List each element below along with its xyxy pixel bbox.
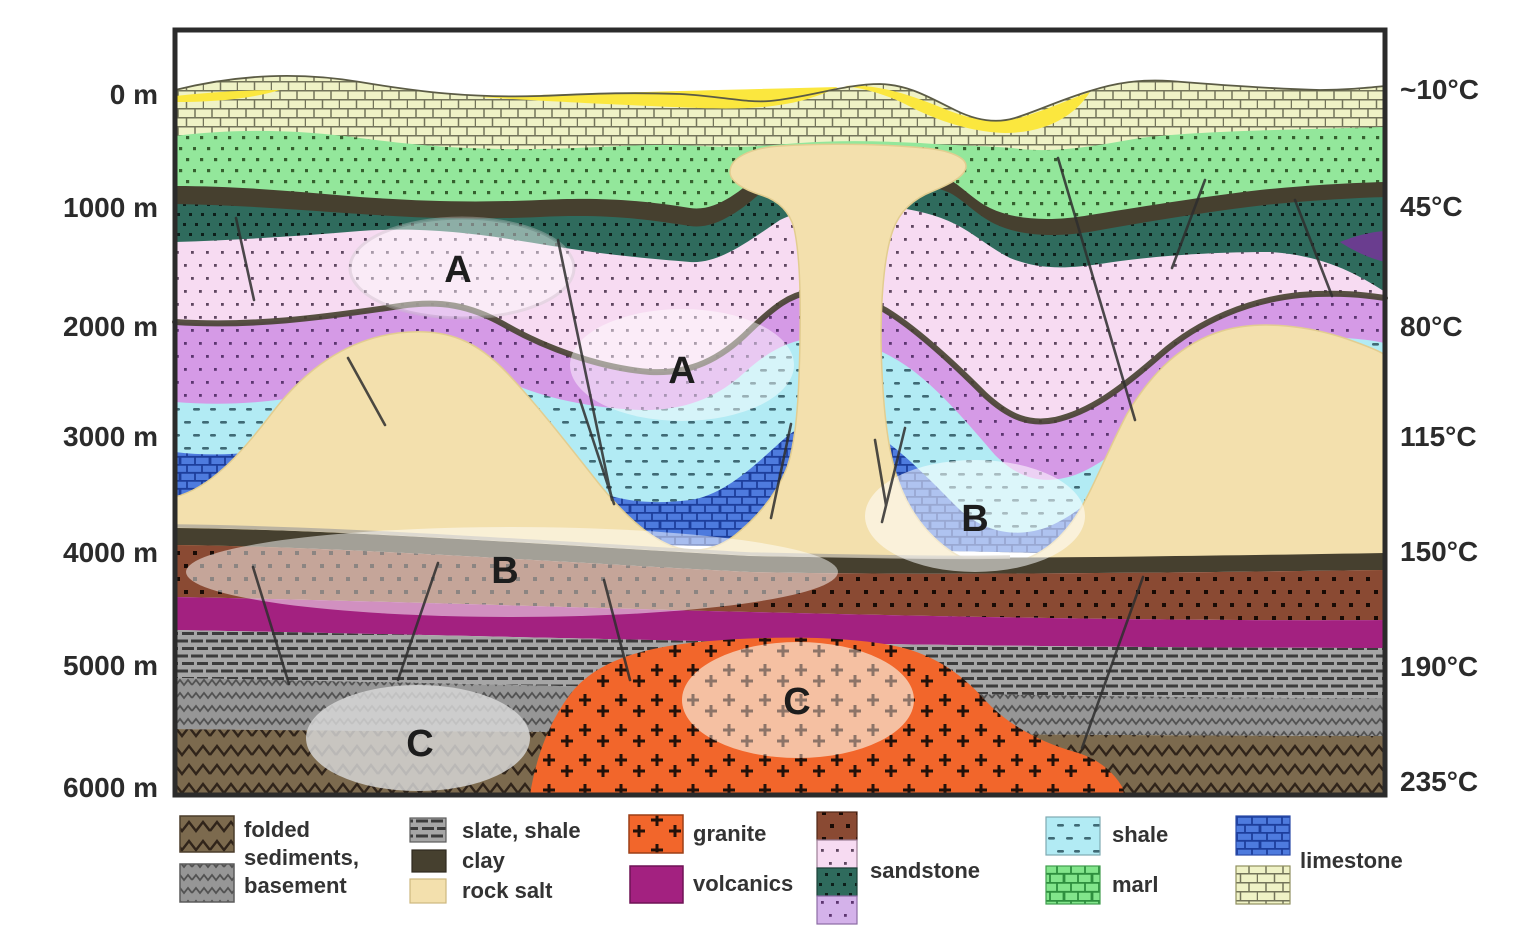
volcanic-wedge-right <box>1340 231 1385 262</box>
surface-yellow-lens-left <box>480 87 838 109</box>
temp-label-235: 235°C <box>1400 766 1478 797</box>
legend-label-folded-line3: basement <box>244 873 347 898</box>
highlight-ellipse-b-left <box>186 527 838 617</box>
fault-line <box>769 422 793 520</box>
temp-label-115: 115°C <box>1400 421 1477 452</box>
legend-swatch-volcanics <box>629 865 684 904</box>
legend-swatch-limestone-pale <box>1235 865 1291 905</box>
fault-line <box>251 565 291 686</box>
legend-label-limestone: limestone <box>1300 848 1403 873</box>
fault-line <box>346 356 387 427</box>
label-c-center: C <box>783 681 810 723</box>
fault-line <box>1056 156 1137 422</box>
label-a-left: A <box>444 249 471 291</box>
legend-label-folded-line2: sediments, <box>244 845 359 870</box>
label-b-left: B <box>491 550 518 592</box>
temp-label-10: ~10°C <box>1400 74 1479 105</box>
highlight-ellipse-c-center <box>682 642 914 758</box>
fault-line <box>234 216 256 302</box>
fault-line <box>396 561 440 682</box>
legend-swatch-granite <box>628 814 684 854</box>
highlight-ellipse-c-left <box>306 685 530 791</box>
legend-item-volcanics: volcanics <box>629 865 793 904</box>
depth-label-0: 0 m <box>110 79 158 110</box>
temperature-axis: ~10°C 45°C 80°C 115°C 150°C 190°C 235°C <box>1400 74 1479 797</box>
legend-item-rock-salt: rock salt <box>409 878 553 904</box>
surface-yellow-lens-right <box>845 85 1090 133</box>
legend-item-granite: granite <box>628 814 766 854</box>
legend-label-folded-line1: folded <box>244 817 310 842</box>
legend-swatch-sandstone-lilac <box>816 895 858 925</box>
legend-item-limestone: limestone <box>1235 815 1403 905</box>
legend-swatch-rock-salt <box>409 878 447 904</box>
highlight-ellipse-a-center <box>570 309 794 421</box>
label-b-right: B <box>961 498 988 540</box>
legend-item-shale: shale <box>1045 816 1168 856</box>
temp-label-190: 190°C <box>1400 651 1478 682</box>
legend-label-clay: clay <box>462 848 506 873</box>
legend-item-slate-shale: slate, shale <box>409 817 581 843</box>
legend-swatch-clay <box>411 849 447 873</box>
fault-line <box>880 426 907 524</box>
legend-label-marl: marl <box>1112 872 1158 897</box>
depth-label-2000: 2000 m <box>63 311 158 342</box>
reservoir-highlights <box>186 216 1085 791</box>
depth-axis: 0 m 1000 m 2000 m 3000 m 4000 m 5000 m 6… <box>63 79 158 803</box>
depth-label-5000: 5000 m <box>63 650 158 681</box>
legend-swatch-sandstone-teal <box>816 867 858 897</box>
legend-item-sandstone: sandstone <box>816 811 980 925</box>
legend-label-slate-shale: slate, shale <box>462 818 581 843</box>
legend-swatch-limestone-blue <box>1235 815 1291 856</box>
legend-label-granite: granite <box>693 821 766 846</box>
fault-line <box>1170 178 1207 270</box>
fault-lines <box>234 156 1334 750</box>
fault-line <box>578 398 616 506</box>
legend-label-rock-salt: rock salt <box>462 878 553 903</box>
legend-label-volcanics: volcanics <box>693 871 793 896</box>
legend-swatch-basement <box>179 863 235 903</box>
topography-line <box>174 75 1386 122</box>
temp-label-80: 80°C <box>1400 311 1463 342</box>
label-a-center: A <box>668 350 695 392</box>
legend-swatch-folded-sediments <box>179 815 235 853</box>
fault-line <box>1080 575 1145 750</box>
highlight-ellipse-a-left <box>348 216 576 320</box>
legend-item-marl: marl <box>1045 865 1158 905</box>
fault-line <box>602 578 632 682</box>
legend-item-clay: clay <box>411 848 506 873</box>
layer-rock-salt <box>174 143 1386 571</box>
legend-swatch-sandstone-brown <box>816 811 858 841</box>
legend-label-shale: shale <box>1112 822 1168 847</box>
legend-swatch-slate-shale <box>409 817 447 843</box>
fault-line <box>556 238 614 502</box>
legend-item-folded-sediments-basement: folded sediments, basement <box>179 815 359 903</box>
depth-label-3000: 3000 m <box>63 421 158 452</box>
legend-label-sandstone: sandstone <box>870 858 980 883</box>
label-c-left: C <box>406 723 433 765</box>
fault-line <box>1293 198 1334 298</box>
depth-label-4000: 4000 m <box>63 537 158 568</box>
legend: folded sediments, basement slate, shale … <box>179 811 1403 925</box>
legend-swatch-marl <box>1045 865 1101 905</box>
depth-label-1000: 1000 m <box>63 192 158 223</box>
highlight-ellipse-b-right <box>865 460 1085 572</box>
depth-label-6000: 6000 m <box>63 772 158 803</box>
layer-clay-subsalt <box>175 528 1385 574</box>
legend-swatch-shale <box>1045 816 1101 856</box>
section-frame <box>172 27 1388 798</box>
temp-label-45: 45°C <box>1400 191 1463 222</box>
temp-label-150: 150°C <box>1400 536 1478 567</box>
legend-swatch-sandstone-pink <box>816 839 858 869</box>
surface-yellow-lens-far-left <box>175 90 280 102</box>
fault-line <box>873 438 888 507</box>
